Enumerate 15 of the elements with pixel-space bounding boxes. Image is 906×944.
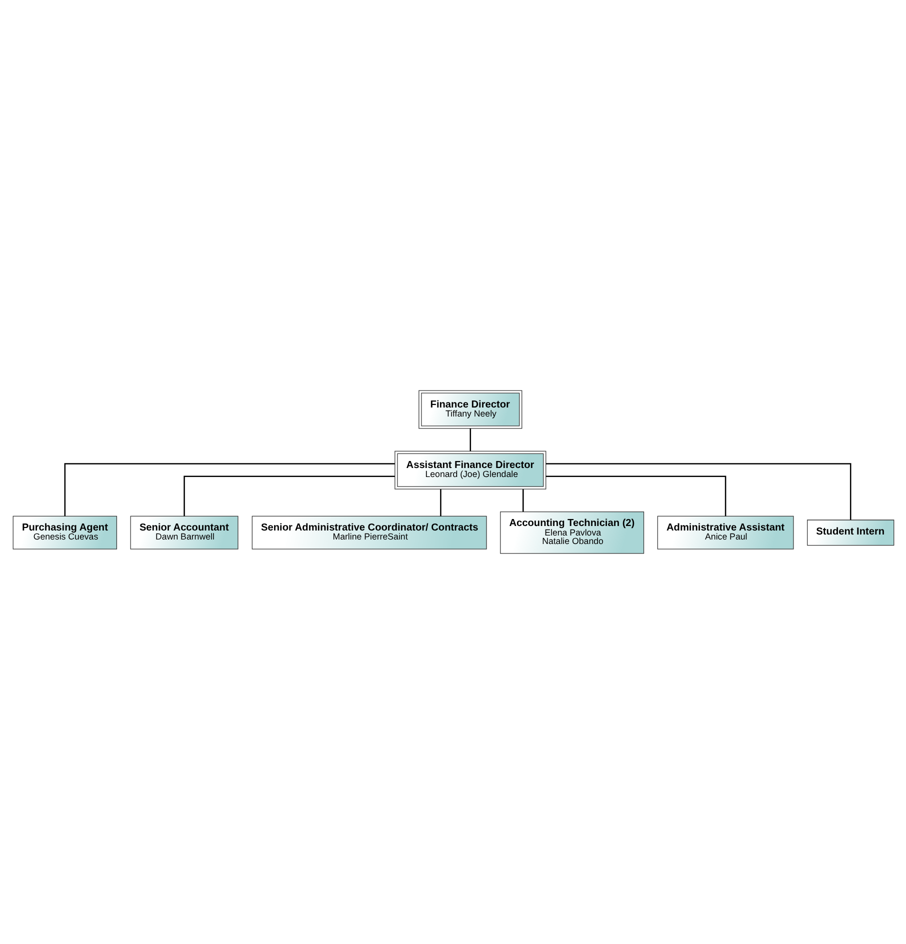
node-box: Finance Director Tiffany Neely [418,390,522,429]
connector [545,476,726,516]
node-box: Accounting Technician (2) Elena Pavlova Natalie Obando [500,511,644,554]
connector [545,463,851,520]
node-box: Senior Accountant Dawn Barnwell [130,516,238,550]
connector [183,476,394,516]
connector [522,489,524,512]
connector [469,428,471,452]
node-box: Student Intern [806,520,894,546]
node-box: Administrative Assistant Anice Paul [656,516,794,550]
node-box: Senior Administrative Coordinator/ Contracts Marline PierreSaint [251,516,486,550]
node-box: Assistant Finance Director Leonard (Joe) Glendale [394,450,546,490]
connector [440,489,441,516]
connector [64,463,394,516]
node-box: Purchasing Agent Genesis Cuevas [12,516,117,550]
